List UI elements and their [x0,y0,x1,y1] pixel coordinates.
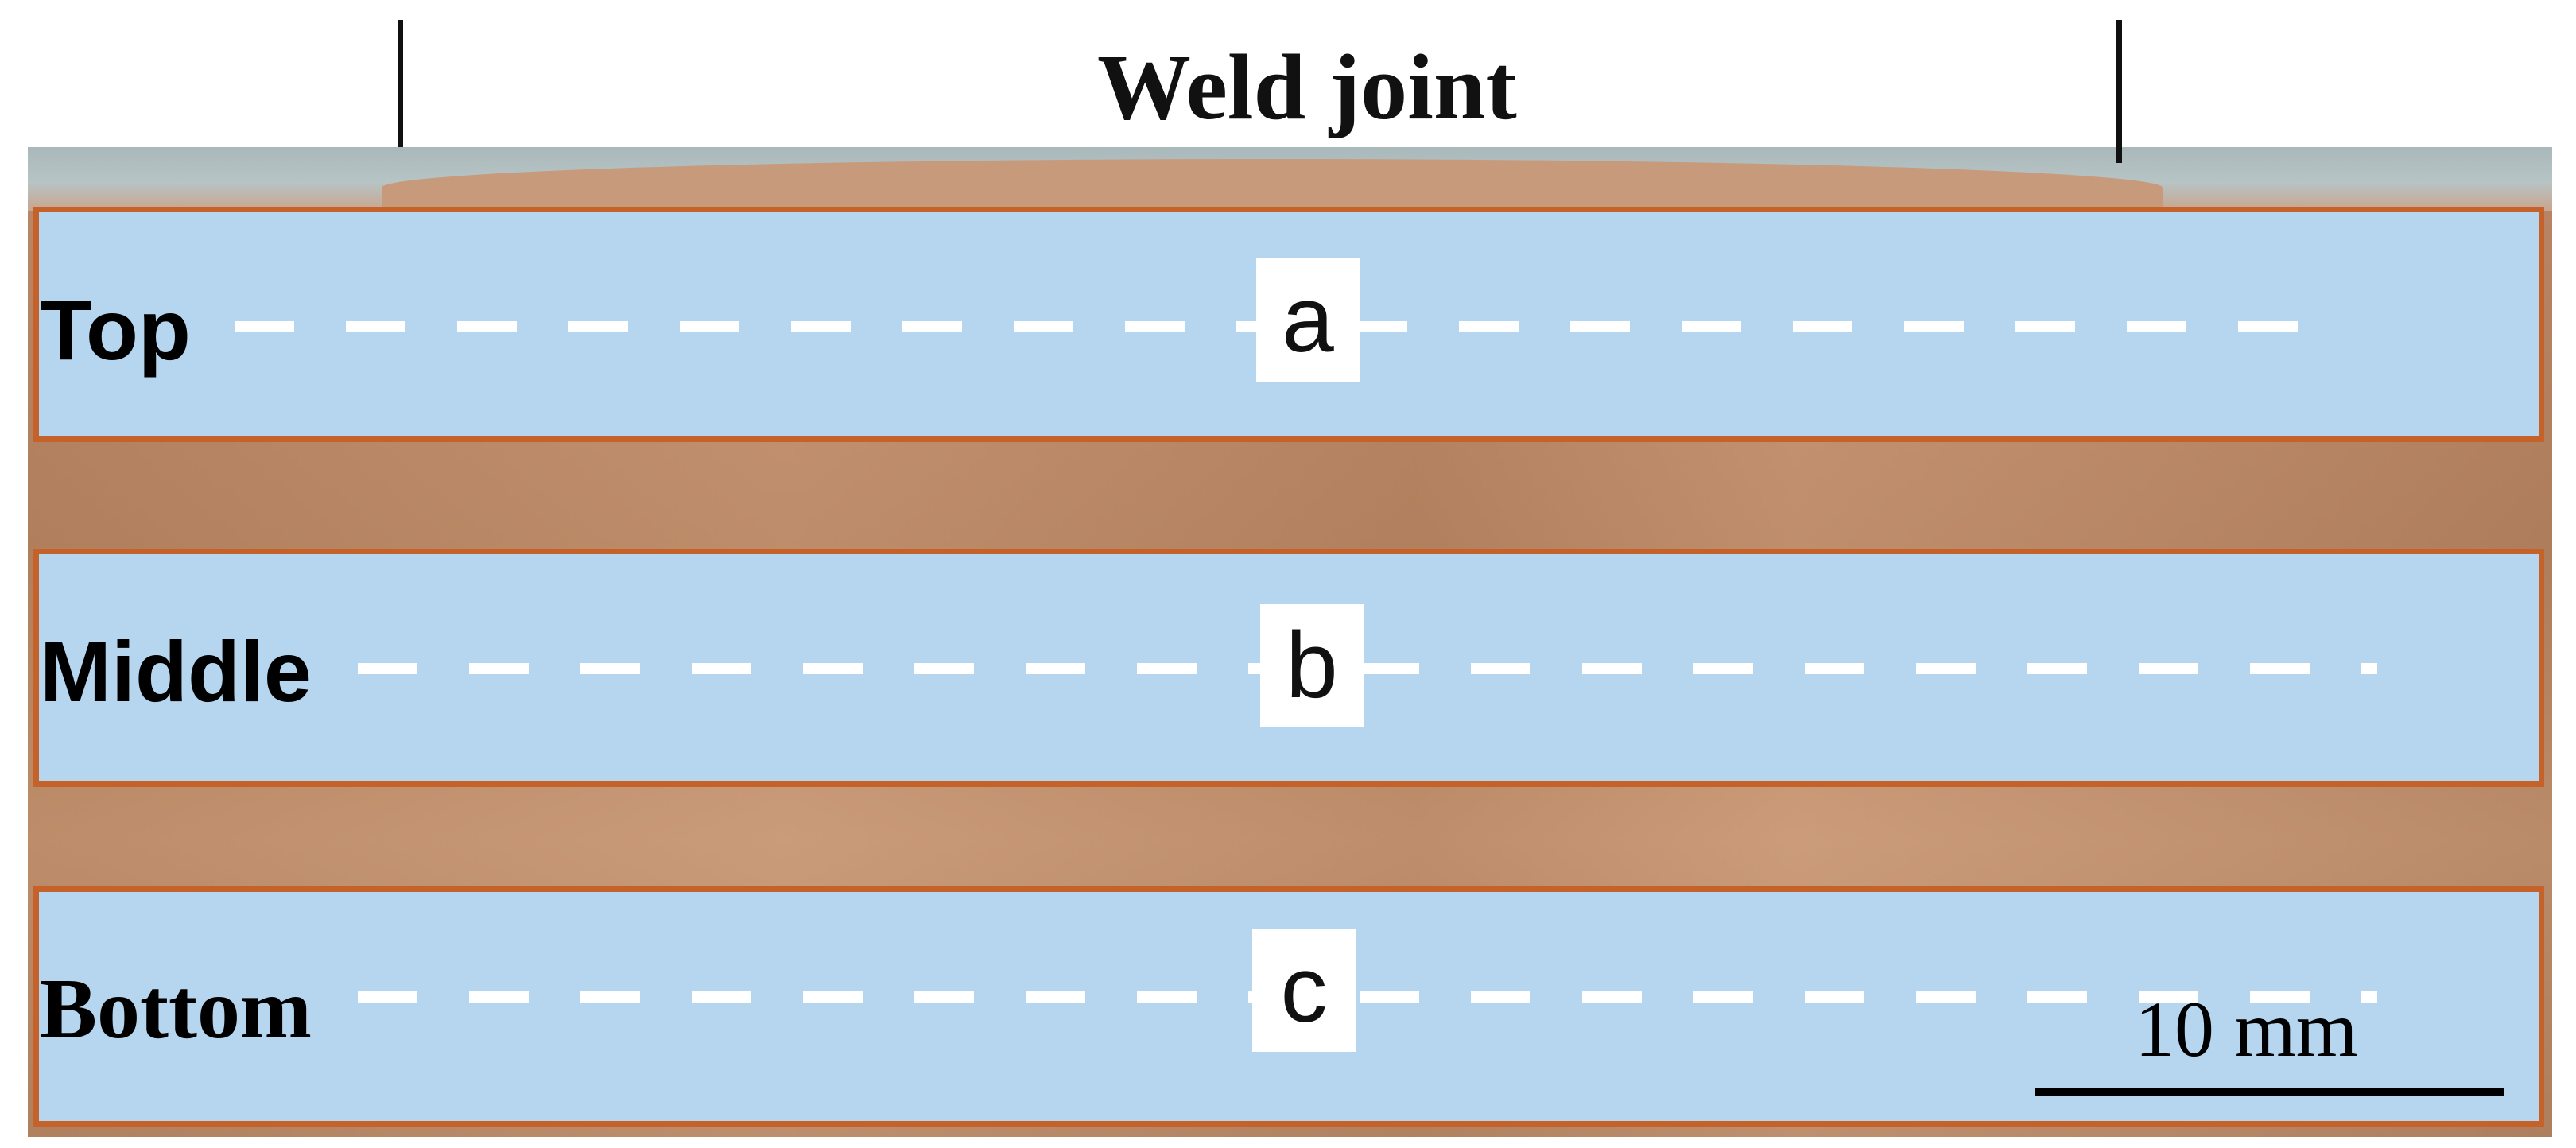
scale-bar-label: 10 mm [2135,985,2358,1073]
scale-bar [2035,1088,2504,1096]
band-letter-b: b [1260,604,1364,727]
band-label-top: Top [40,281,191,378]
band-label-bottom: Bottom [40,962,312,1057]
diagram-title: Weld joint [1097,35,1517,139]
band-label-middle: Middle [40,623,312,719]
measurement-line-middle [358,663,2377,674]
band-letter-c: c [1252,929,1356,1052]
measurement-line-bottom [358,991,2377,1003]
weld-joint-left-marker [398,20,403,147]
weld-joint-right-marker [2116,20,2122,163]
band-letter-a: a [1256,258,1360,382]
